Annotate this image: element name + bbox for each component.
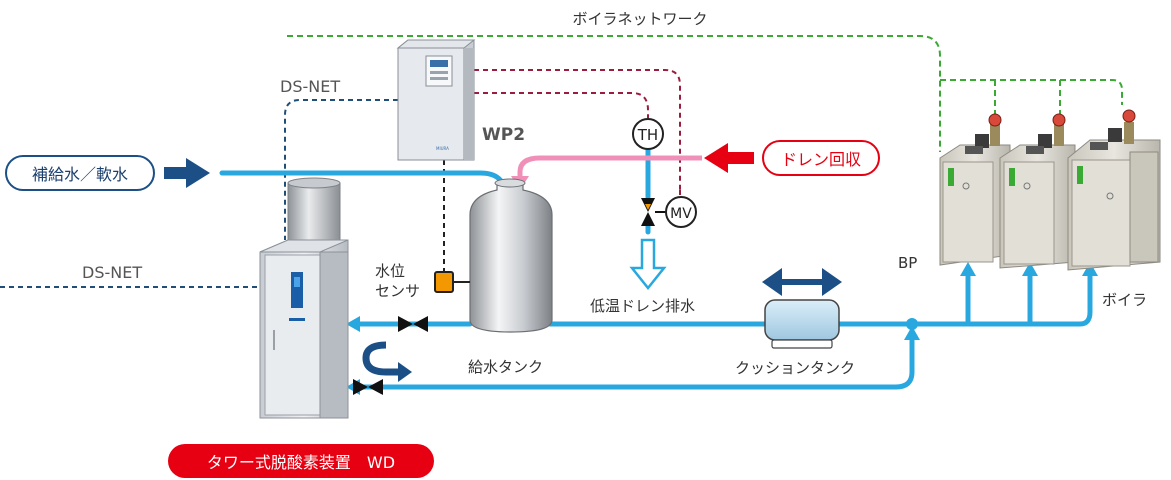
bidirectional-arrow (762, 268, 842, 296)
boiler-network-label: ボイラネットワーク (572, 10, 707, 28)
bp-label: BP (898, 254, 917, 272)
th-label: TH (637, 126, 658, 144)
low-temp-drain-arrow (629, 238, 667, 291)
ds-net-label-left: DS-NET (82, 263, 142, 282)
feed-water-tank (469, 178, 553, 333)
tower-deaerator-unit (259, 177, 349, 419)
drain-recovery-label: ドレン回収 (781, 150, 861, 169)
mv-label: MV (670, 206, 692, 222)
wp2-panel: MIURA (396, 39, 476, 161)
ds-net-label-top: DS-NET (280, 77, 340, 96)
water-level-label-2: センサ (375, 282, 420, 300)
u-turn-arrowhead (398, 362, 412, 382)
tower-deaerator-label: タワー式脱酸素装置 WD (207, 453, 395, 472)
ds-net-lines (0, 99, 398, 288)
drain-recovery-arrow (704, 143, 754, 173)
boiler-bank (939, 109, 1161, 271)
feed-tank-label: 給水タンク (468, 358, 543, 376)
drain-recovery-badge (762, 140, 880, 176)
motor-valve-mv: MV (665, 196, 697, 228)
tower-deaerator-badge (168, 444, 434, 478)
u-turn-arrow (362, 341, 400, 376)
valve-tank-outlet (398, 316, 428, 332)
makeup-water-arrow (164, 158, 210, 188)
boiler-label: ボイラ (1102, 291, 1147, 309)
valve-return (353, 379, 383, 395)
wp2-maker-label: MIURA (436, 146, 449, 151)
valve-drain (641, 198, 667, 226)
boiler-network-lines (287, 35, 1123, 152)
makeup-water-label: 補給水／軟水 (32, 165, 128, 184)
water-level-sensor (434, 271, 454, 293)
wp2-label: WP2 (482, 125, 525, 145)
makeup-water-badge (5, 155, 155, 191)
pipe-junction (906, 318, 918, 330)
water-pipes (219, 147, 1093, 390)
cushion-tank-label: クッションタンク (735, 359, 855, 377)
temperature-sensor-th: TH (632, 118, 664, 150)
drain-recovery-pipe (517, 155, 702, 180)
water-level-label-1: 水位 (375, 262, 405, 280)
low-temp-drain-label: 低温ドレン排水 (590, 297, 695, 315)
cushion-tank (764, 299, 840, 349)
